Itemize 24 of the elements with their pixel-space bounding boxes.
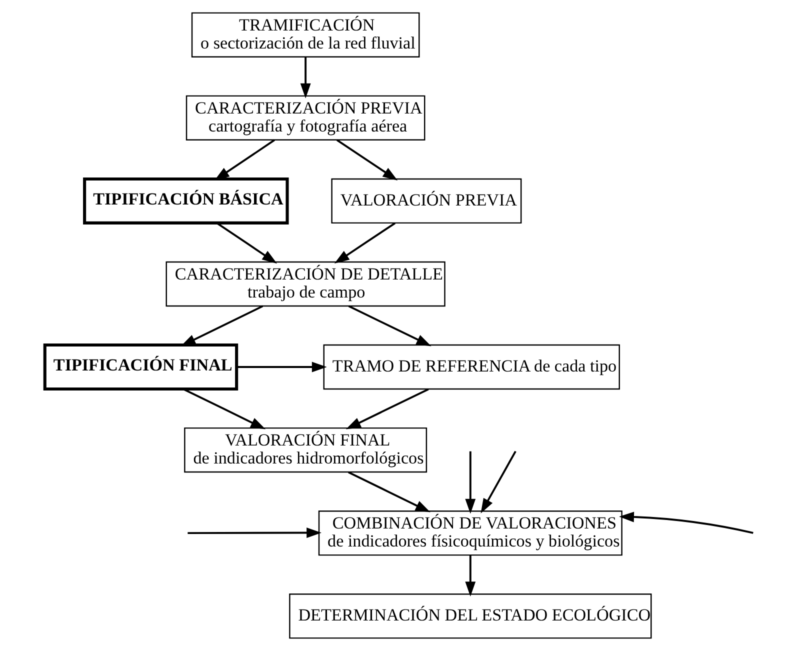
arrow [348,471,430,512]
arrow [336,139,398,181]
arrow [480,450,516,514]
node-box: VALORACIÓN FINAL de indicadores hidromorfológicos [184,427,427,473]
node-box: TRAMIFICACIÓN o sectorización de la red fluvial [190,12,420,58]
node-box: COMBINACIÓN DE VALORACIONES de indicadores físicoquímicos y biológicos [318,510,622,556]
arrow [464,555,476,597]
arrow [348,305,431,346]
node-box: VALORACIÓN PREVIA [330,178,522,224]
arrow [187,528,321,538]
node-box: TRAMO DE REFERENCIA de cada tipo [322,344,620,390]
arrow [300,57,310,98]
arrow [345,388,428,430]
arrow [236,362,326,372]
node-box: CARACTERIZACIÓN PREVIA cartografía y fotografía aérea [185,95,425,141]
arrow [464,451,476,514]
arrow [618,512,753,534]
node-box: DETERMINACIÓN DEL ESTADO ECOLÓGICO [288,594,652,639]
node-box: CARACTERIZACIÓN DE DETALLE trabajo de campo [165,261,445,307]
node-box: TIPIFICACIÓN FINAL [42,344,238,391]
arrow [334,222,396,264]
arrow [182,388,266,430]
arrow [216,222,277,264]
node-box: TIPIFICACIÓN BÁSICA [82,177,288,224]
